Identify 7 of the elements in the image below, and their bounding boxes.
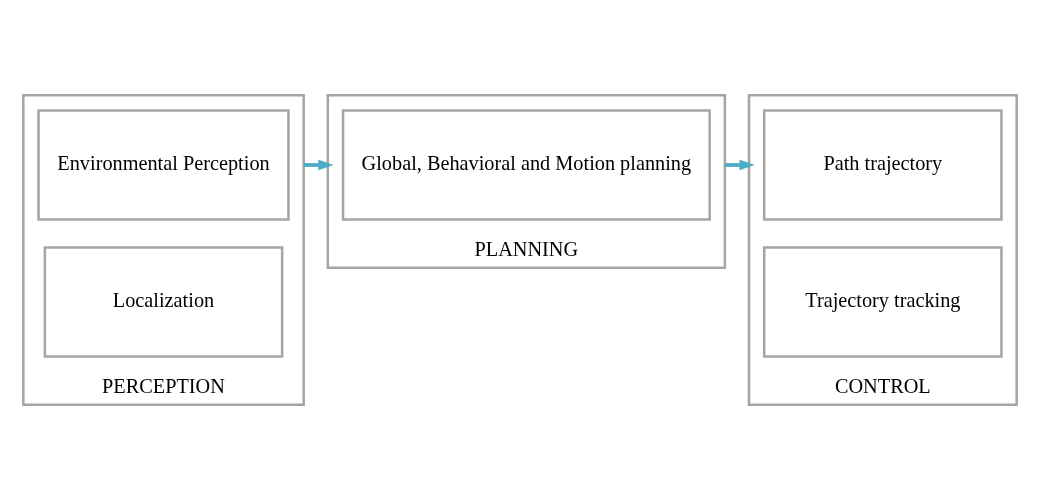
- node-box: Trajectory tracking: [762, 245, 1003, 358]
- node-box: Environmental Perception: [37, 108, 290, 221]
- arrow: [303, 159, 334, 170]
- node-box: Path trajectory: [762, 108, 1003, 221]
- node-box: Global, Behavioral and Motion planning: [341, 108, 711, 221]
- arrow: [724, 159, 755, 170]
- node-box: Localization: [43, 245, 284, 358]
